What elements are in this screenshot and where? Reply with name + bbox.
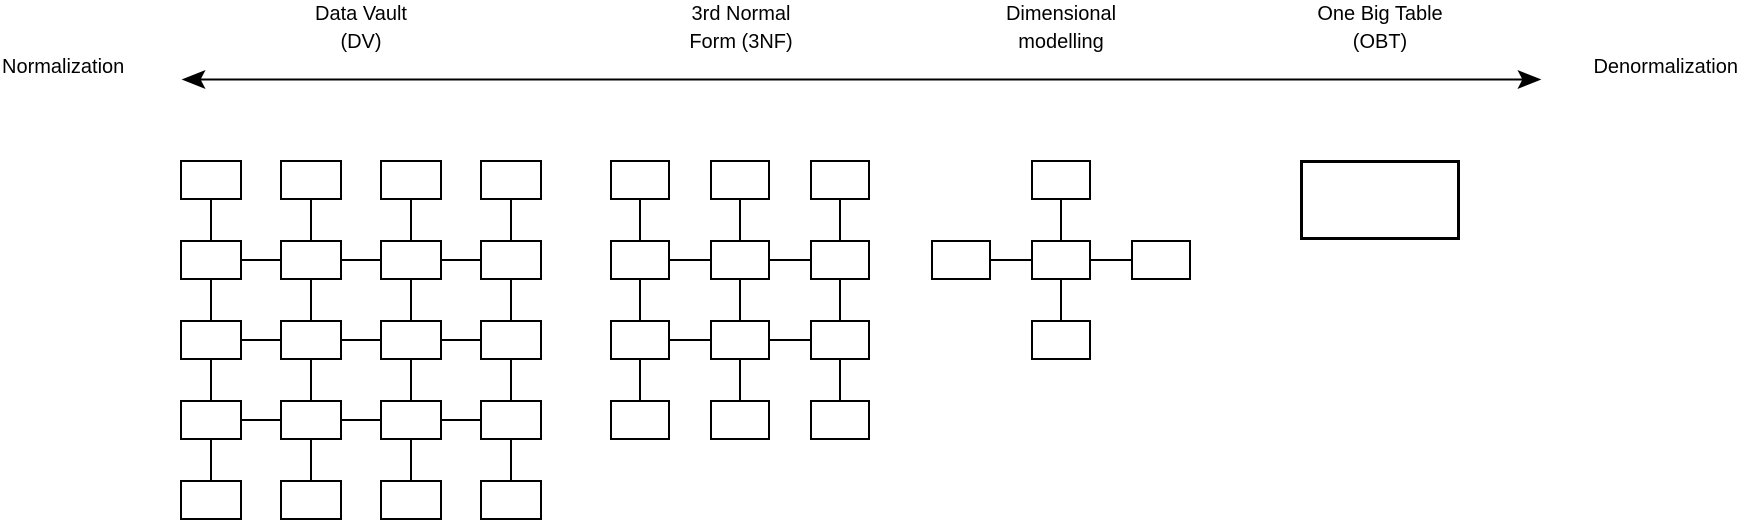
relationship-line xyxy=(310,200,312,240)
axis-label-normalization: Normalization xyxy=(2,56,125,78)
relationship-line xyxy=(342,259,380,261)
table-box xyxy=(380,320,442,360)
relationship-line xyxy=(442,419,480,421)
table-box xyxy=(710,400,770,440)
relationship-line xyxy=(839,360,841,400)
relationship-line xyxy=(739,360,741,400)
relationship-line xyxy=(1091,259,1131,261)
relationship-line xyxy=(1060,280,1062,320)
relationship-line xyxy=(510,200,512,240)
relationship-line xyxy=(310,280,312,320)
table-box xyxy=(280,320,342,360)
table-box xyxy=(280,240,342,280)
relationship-line xyxy=(210,360,212,400)
label-dimensional-modelling: Dimensional modelling xyxy=(1005,3,1117,53)
table-box xyxy=(380,480,442,520)
table-box xyxy=(280,400,342,440)
relationship-line xyxy=(442,339,480,341)
relationship-line xyxy=(442,259,480,261)
relationship-line xyxy=(310,360,312,400)
relationship-line xyxy=(242,339,280,341)
axis-label-denormalization: Denormalization xyxy=(1593,56,1738,78)
table-box xyxy=(180,400,242,440)
relationship-line xyxy=(670,259,710,261)
relationship-line xyxy=(510,360,512,400)
relationship-line xyxy=(210,200,212,240)
relationship-line xyxy=(639,200,641,240)
spectrum-arrow xyxy=(181,70,1542,89)
relationship-line xyxy=(510,440,512,480)
dimension-table-box xyxy=(1131,240,1191,280)
table-box xyxy=(710,320,770,360)
table-box xyxy=(480,240,542,280)
table-box xyxy=(180,480,242,520)
relationship-line xyxy=(739,280,741,320)
table-box xyxy=(710,160,770,200)
label-one-big-table: One Big Table (OBT) xyxy=(1317,3,1443,53)
table-box xyxy=(610,400,670,440)
table-box xyxy=(380,160,442,200)
table-box xyxy=(610,240,670,280)
relationship-line xyxy=(410,440,412,480)
table-box xyxy=(180,240,242,280)
right-arrowhead-icon xyxy=(1517,70,1542,89)
relationship-line xyxy=(210,280,212,320)
relationship-line xyxy=(210,440,212,480)
left-arrowhead-icon xyxy=(181,70,206,89)
table-box xyxy=(610,320,670,360)
dimension-table-box xyxy=(1031,160,1091,200)
fact-table-box xyxy=(1031,240,1091,280)
dimension-table-box xyxy=(1031,320,1091,360)
relationship-line xyxy=(991,259,1031,261)
label-third-normal-form: 3rd Normal Form (3NF) xyxy=(689,3,793,53)
relationship-line xyxy=(342,419,380,421)
table-box xyxy=(810,240,870,280)
table-box xyxy=(810,320,870,360)
table-box xyxy=(480,480,542,520)
relationship-line xyxy=(410,360,412,400)
table-box xyxy=(710,240,770,280)
relationship-line xyxy=(410,200,412,240)
relationship-line xyxy=(510,280,512,320)
relationship-line xyxy=(739,200,741,240)
table-box xyxy=(380,240,442,280)
relationship-line xyxy=(670,339,710,341)
table-box xyxy=(610,160,670,200)
relationship-line xyxy=(242,259,280,261)
table-box xyxy=(810,400,870,440)
dimension-table-box xyxy=(931,240,991,280)
relationship-line xyxy=(770,339,810,341)
relationship-line xyxy=(770,259,810,261)
relationship-line xyxy=(242,419,280,421)
table-box xyxy=(480,320,542,360)
table-box xyxy=(180,160,242,200)
table-box xyxy=(480,400,542,440)
table-box xyxy=(280,480,342,520)
table-box xyxy=(810,160,870,200)
table-box xyxy=(480,160,542,200)
relationship-line xyxy=(639,280,641,320)
relationship-line xyxy=(639,360,641,400)
table-box xyxy=(1300,160,1460,240)
relationship-line xyxy=(839,280,841,320)
relationship-line xyxy=(410,280,412,320)
relationship-line xyxy=(342,339,380,341)
relationship-line xyxy=(839,200,841,240)
relationship-line xyxy=(1060,200,1062,240)
table-box xyxy=(280,160,342,200)
label-data-vault: Data Vault (DV) xyxy=(315,3,407,53)
table-box xyxy=(180,320,242,360)
table-box xyxy=(380,400,442,440)
relationship-line xyxy=(310,440,312,480)
